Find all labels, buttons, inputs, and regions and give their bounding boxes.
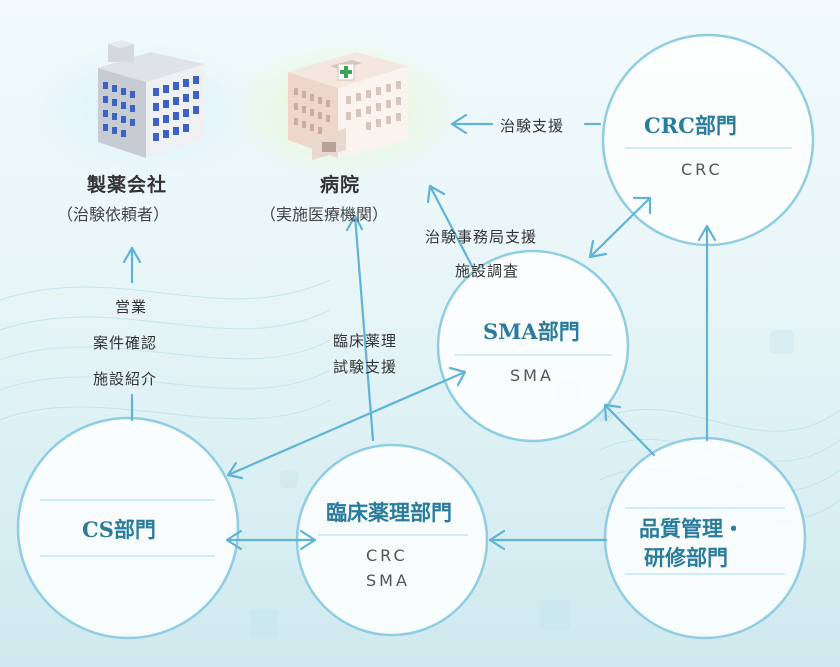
- label-pharmacology-to-hospital-1: 臨床薬理: [333, 332, 398, 350]
- arrow-crc-sma: [588, 196, 652, 259]
- label-pharmacology-to-hospital-2: 試験支援: [333, 358, 398, 376]
- hospital-subtitle: （実施医療機関）: [260, 205, 389, 224]
- arrow-cs-pharmacology: [225, 529, 317, 551]
- crc-title: CRC部門: [644, 113, 737, 138]
- hospital-title: 病院: [320, 174, 361, 196]
- arrow-pharmacology-to-hospital: [345, 214, 375, 442]
- hospital-building-icon: [288, 52, 408, 160]
- arrow-sma-to-hospital: [426, 184, 476, 272]
- sma-circle: [436, 249, 630, 443]
- pharmacology-subtitle-sma: SMA: [366, 571, 410, 590]
- arrow-quality-to-pharmacology: [488, 529, 608, 551]
- cs-title: CS部門: [82, 517, 156, 542]
- pharma-title: 製薬会社: [87, 174, 168, 196]
- quality-title-line1: 品質管理・: [639, 516, 744, 541]
- pharmacology-subtitle-crc: CRC: [366, 546, 408, 565]
- cs-circle: [16, 416, 240, 640]
- label-sma-to-hospital-1: 治験事務局支援: [425, 228, 538, 246]
- label-crc-to-hospital: 治験支援: [500, 117, 565, 135]
- crc-subtitle: CRC: [681, 160, 723, 179]
- quality-title-line2: 研修部門: [644, 545, 728, 570]
- label-cs-to-pharma-2: 案件確認: [93, 334, 158, 352]
- arrow-quality-to-sma: [603, 403, 656, 457]
- pharmacology-title: 臨床薬理部門: [326, 500, 452, 525]
- arrow-cs-to-pharma: [122, 246, 142, 422]
- label-sma-to-hospital-2: 施設調査: [455, 262, 520, 280]
- pharma-building-icon: [98, 40, 204, 158]
- arrow-crc-to-hospital: [450, 113, 602, 135]
- label-cs-to-pharma-3: 施設紹介: [93, 370, 158, 388]
- sma-title: SMA部門: [483, 319, 580, 344]
- wave-lines-left: [0, 279, 331, 421]
- pharma-subtitle: （治験依頼者）: [57, 205, 170, 224]
- quality-circle: [603, 436, 807, 640]
- arrow-cs-sma: [226, 366, 467, 480]
- label-cs-to-pharma-1: 営業: [115, 298, 148, 316]
- sma-subtitle: SMA: [510, 366, 554, 385]
- arrow-quality-to-crc: [697, 224, 717, 442]
